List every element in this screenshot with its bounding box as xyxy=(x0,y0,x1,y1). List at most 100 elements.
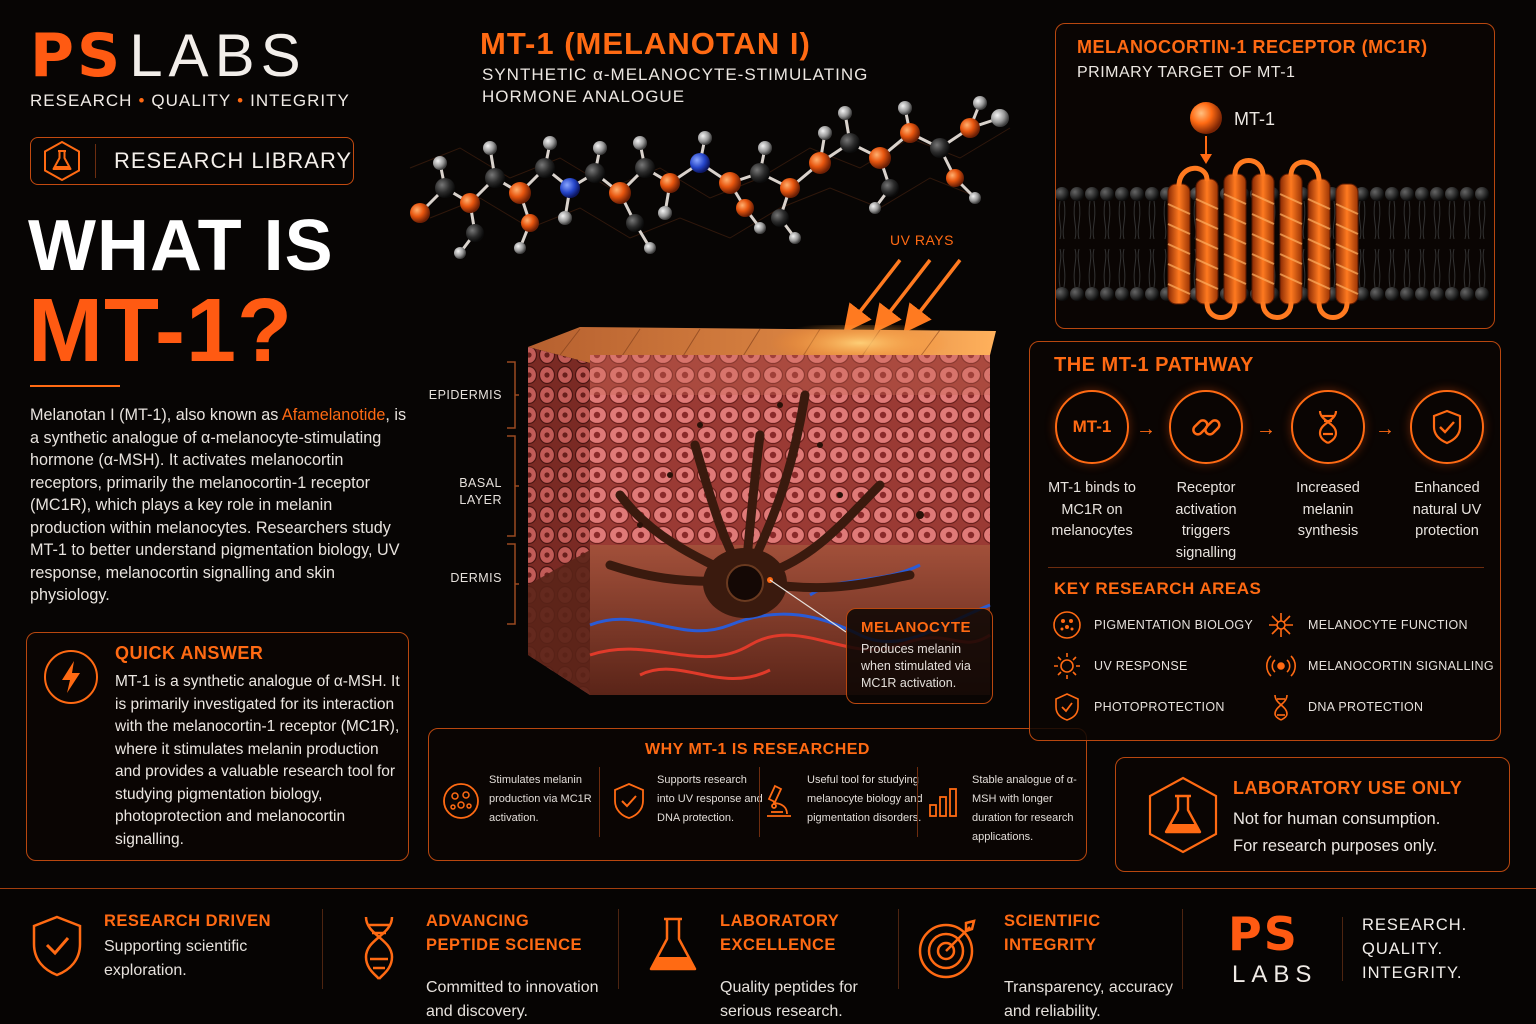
why-researched-panel: WHY MT-1 IS RESEARCHED Stimulates melani… xyxy=(428,728,1087,861)
footer-text-2: and reliability. xyxy=(1004,1003,1101,1020)
footer-divider xyxy=(898,909,899,989)
brand-tagline: RESEARCH•QUALITY•INTEGRITY xyxy=(30,91,350,111)
flask-icon xyxy=(649,917,697,971)
research-area-label: MELANOCYTE FUNCTION xyxy=(1308,618,1468,632)
membrane-lipid-head xyxy=(1145,287,1159,301)
quick-answer-title: QUICK ANSWER xyxy=(115,643,264,663)
why-item-tool: Useful tool for studying melanocyte biol… xyxy=(759,769,929,853)
membrane-lipid-head xyxy=(1445,187,1459,201)
why-text-3: Useful tool for studying melanocyte biol… xyxy=(807,774,923,824)
membrane-lipid-tail xyxy=(1463,200,1471,240)
why-text-2: Supports research into UV response and D… xyxy=(657,774,763,824)
footer-title: RESEARCH DRIVEN xyxy=(104,912,272,930)
research-library-button[interactable]: RESEARCH LIBRARY xyxy=(30,137,354,185)
membrane-lipid-head xyxy=(1100,287,1114,301)
footer-tagline: RESEARCH. QUALITY. INTEGRITY. xyxy=(1362,913,1467,985)
research-area-label: PIGMENTATION BIOLOGY xyxy=(1094,618,1254,632)
footer-text-1: Quality peptides for xyxy=(720,979,858,996)
dna-icon xyxy=(1291,390,1365,464)
brand-ps: PS xyxy=(30,21,124,91)
mt1-icon: MT-1 xyxy=(1055,390,1129,464)
pathway-arrow: → xyxy=(1375,418,1395,440)
pigment-icon xyxy=(1053,611,1081,639)
membrane-lipid-head xyxy=(1115,187,1129,201)
membrane-lipid-head xyxy=(1460,287,1474,301)
membrane-lipid-tail xyxy=(1103,248,1111,288)
membrane-lipid-tail xyxy=(1148,248,1156,288)
footer-divider xyxy=(322,909,323,989)
bar-chart-icon xyxy=(929,788,957,817)
footer-text-2: serious research. xyxy=(720,1003,843,1020)
shield-check-icon xyxy=(1410,390,1484,464)
membrane-lipid-tail xyxy=(1118,200,1126,240)
research-area-label: MELANOCORTIN SIGNALLING xyxy=(1308,659,1494,673)
neuron-icon xyxy=(1269,613,1293,637)
footer-title-line-1: SCIENTIFIC xyxy=(1004,912,1101,930)
flask-hex-icon xyxy=(1142,774,1224,856)
membrane-lipid-tail xyxy=(1433,248,1441,288)
dna-icon xyxy=(1274,694,1288,721)
why-title: WHY MT-1 IS RESEARCHED xyxy=(645,741,870,758)
membrane-lipid-head xyxy=(1415,287,1429,301)
membrane-lipid-head xyxy=(1445,287,1459,301)
dna-icon xyxy=(364,916,394,980)
footer-text-1: Transparency, accuracy xyxy=(1004,979,1173,996)
research-area-item: UV RESPONSE xyxy=(1052,651,1188,681)
membrane-lipid-tail xyxy=(1448,248,1456,288)
intro-highlight: Afamelanotide xyxy=(281,406,386,424)
footer-divider xyxy=(618,909,619,989)
membrane-lipid-head xyxy=(1085,287,1099,301)
lab-use-title: LABORATORY USE ONLY xyxy=(1233,778,1463,798)
pathway-step-3-text: Increased melanin synthesis xyxy=(1296,480,1360,539)
why-item-melanin: Stimulates melanin production via MC1R a… xyxy=(441,769,601,853)
footer: RESEARCH DRIVEN Supporting scientific ex… xyxy=(0,888,1536,1024)
membrane-lipid-head xyxy=(1145,187,1159,201)
receptor-illustration: MT-1 xyxy=(1056,102,1489,320)
pathway-arrow: → xyxy=(1256,418,1276,440)
footer-divider xyxy=(1182,909,1183,989)
signal-icon xyxy=(1266,655,1296,677)
mt1-badge: MT-1 xyxy=(1072,417,1112,436)
research-areas-title: KEY RESEARCH AREAS xyxy=(1054,579,1262,598)
footer-title-line-1: LABORATORY xyxy=(720,912,840,930)
membrane-lipid-head xyxy=(1385,187,1399,201)
footer-text-2: exploration. xyxy=(104,962,187,979)
library-divider xyxy=(95,144,96,178)
membrane-lipid-head xyxy=(1370,287,1384,301)
lab-use-panel: LABORATORY USE ONLY Not for human consum… xyxy=(1115,757,1510,872)
layer-label-dermis: DERMIS xyxy=(450,571,502,585)
footer-tag-line: QUALITY. xyxy=(1362,940,1444,958)
membrane-lipid-tail xyxy=(1118,248,1126,288)
lab-use-line-1: Not for human consumption. xyxy=(1233,810,1441,828)
footer-title-line-2: EXCELLENCE xyxy=(720,936,836,954)
membrane-lipid-tail xyxy=(1088,248,1096,288)
footer-brand-labs: LABS xyxy=(1232,961,1318,988)
membrane-lipid-tail xyxy=(1418,248,1426,288)
tagline-integrity: INTEGRITY xyxy=(250,91,350,110)
membrane-lipid-tail xyxy=(1418,200,1426,240)
research-area-item: DNA PROTECTION xyxy=(1266,692,1423,722)
membrane-lipid-tail xyxy=(1388,248,1396,288)
membrane-lipid-tail xyxy=(1133,248,1141,288)
page-title: MT-1 (MELANOTAN I) xyxy=(480,26,811,61)
microscope-icon xyxy=(767,784,791,817)
membrane-lipid-head xyxy=(1130,287,1144,301)
tagline-quality: QUALITY xyxy=(151,91,232,110)
membrane-lipid-tail xyxy=(1463,248,1471,288)
page-subtitle: SYNTHETIC α-MELANOCYTE-STIMULATING HORMO… xyxy=(482,65,869,106)
ligand-label: MT-1 xyxy=(1234,109,1275,129)
membrane-lipid-head xyxy=(1475,287,1489,301)
pathway-step-2-text: Receptor activation triggers signalling xyxy=(1175,480,1237,561)
membrane-lipid-head xyxy=(1056,287,1069,301)
layer-brackets xyxy=(507,361,519,625)
flask-hex-icon xyxy=(37,136,87,186)
footer-title: LABORATORY EXCELLENCE xyxy=(720,909,839,957)
lightning-icon xyxy=(43,649,99,705)
receptor-subtitle: PRIMARY TARGET OF MT-1 xyxy=(1077,64,1296,81)
membrane-lipid-tail xyxy=(1088,200,1096,240)
research-area-item: PIGMENTATION BIOLOGY xyxy=(1052,610,1253,640)
uv-rays-label: UV RAYS xyxy=(890,232,954,248)
research-area-label: PHOTOPROTECTION xyxy=(1094,700,1225,714)
membrane-lipid-tail xyxy=(1058,200,1066,240)
